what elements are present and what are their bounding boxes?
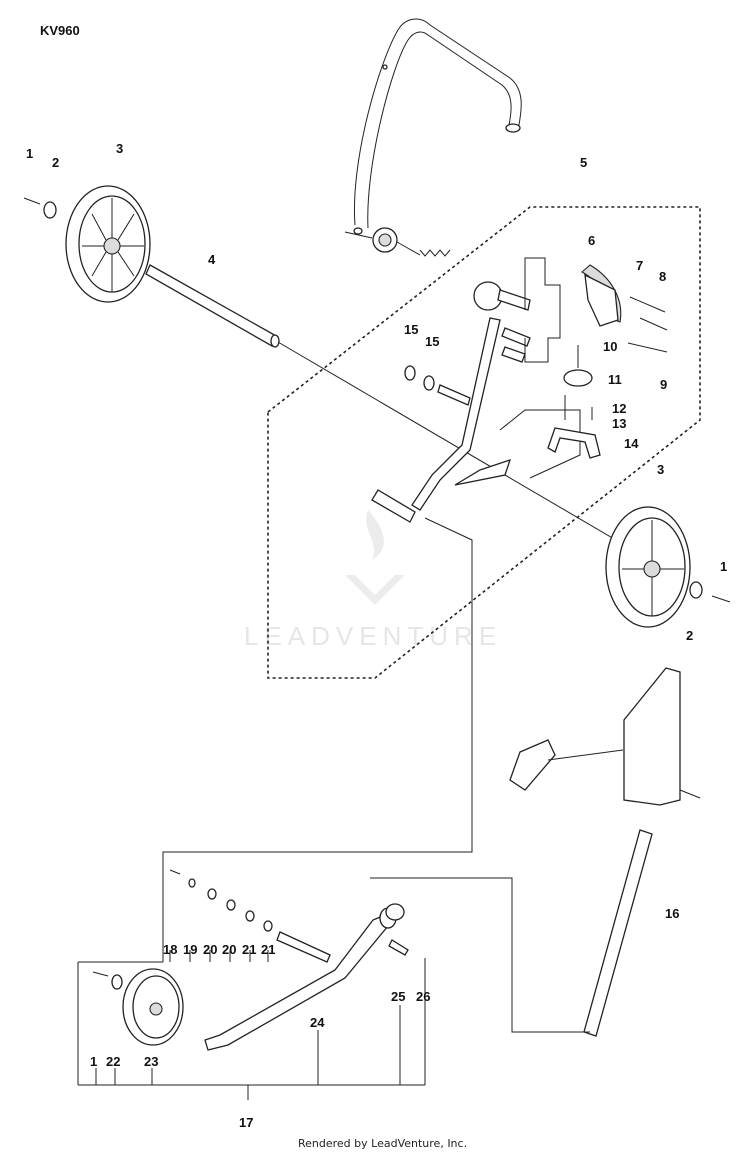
callout-11: 11 (608, 372, 622, 387)
callout-23: 23 (144, 1054, 158, 1069)
callout-18: 18 (163, 942, 177, 957)
callout-1-lower: 1 (90, 1054, 97, 1069)
callout-15-b: 15 (425, 334, 439, 349)
washer-21-a (245, 910, 255, 922)
pin-25 (388, 939, 409, 956)
callout-21-a: 21 (242, 942, 256, 957)
watermark-text: LEADVENTURE (244, 621, 502, 651)
bolt-1-right (711, 595, 731, 603)
bolt-8 (639, 317, 668, 331)
washer-2-right (689, 581, 703, 599)
callout-16: 16 (665, 906, 679, 921)
callout-2-right: 2 (686, 628, 693, 643)
callout-7: 7 (636, 258, 643, 273)
bracket-connector (499, 409, 581, 479)
callout-13: 13 (612, 416, 626, 431)
model-title: KV960 (40, 23, 80, 38)
washer-15-a (404, 365, 416, 381)
leader-line-lever (370, 877, 590, 1033)
washer-20-b (226, 899, 236, 911)
callout-1-right: 1 (720, 559, 727, 574)
lower-axle-24 (204, 907, 397, 1051)
washer-20-a (207, 888, 217, 900)
wheel-top-left (65, 185, 151, 303)
callout-9: 9 (660, 377, 667, 392)
lever-16 (509, 667, 701, 1037)
callout-19: 19 (183, 942, 197, 957)
callout-3: 3 (116, 141, 123, 156)
bolt-1-left (23, 197, 41, 205)
kit-17-bracket (77, 870, 426, 1100)
pivot-pin (437, 384, 471, 406)
bolt-18 (169, 869, 181, 875)
frame-connector-line (524, 257, 561, 363)
callout-20-a: 20 (203, 942, 217, 957)
washer-15-b (423, 375, 435, 391)
callout-1: 1 (26, 146, 33, 161)
quadrant-6 (581, 264, 622, 327)
washer-19 (188, 878, 196, 888)
callout-20-b: 20 (222, 942, 236, 957)
handle-pivot-gear (344, 227, 421, 256)
callout-3-right: 3 (657, 462, 664, 477)
leader-line-frame-to-kit (162, 517, 473, 870)
callout-2: 2 (52, 155, 59, 170)
callout-26: 26 (416, 989, 430, 1004)
callout-6: 6 (588, 233, 595, 248)
callout-4: 4 (208, 252, 216, 267)
callout-25: 25 (391, 989, 405, 1004)
washer-21-b (263, 920, 273, 932)
callout-24: 24 (310, 1015, 325, 1030)
wheel-lower (122, 968, 184, 1046)
callout-15-a: 15 (404, 322, 418, 337)
bolt-9 (627, 342, 668, 353)
callout-8: 8 (659, 269, 666, 284)
bolt-1-lower (92, 971, 109, 977)
footer-text: Rendered by LeadVenture, Inc. (298, 1137, 467, 1150)
callout-22: 22 (106, 1054, 120, 1069)
axle-4 (145, 264, 280, 348)
callout-12: 12 (612, 401, 626, 416)
callout-10: 10 (603, 339, 617, 354)
callout-labels: 1 2 3 4 5 6 7 8 9 10 11 12 13 14 15 15 3… (26, 141, 727, 1130)
callout-17: 17 (239, 1115, 253, 1130)
leadventure-watermark: LEADVENTURE (244, 510, 502, 651)
bracket-14 (547, 427, 601, 459)
cap-26 (385, 903, 405, 921)
spring (419, 249, 451, 257)
assembly-5-outline (267, 206, 701, 679)
knob-11 (563, 369, 593, 387)
callout-21-b: 21 (261, 942, 275, 957)
main-frame (371, 281, 531, 523)
washer-2-left (43, 201, 57, 219)
handle-bar (353, 18, 522, 229)
bolt-7 (629, 296, 666, 313)
wheel-right (605, 506, 691, 628)
callout-14: 14 (624, 436, 639, 451)
washer-22 (111, 974, 123, 990)
callout-5: 5 (580, 155, 587, 170)
